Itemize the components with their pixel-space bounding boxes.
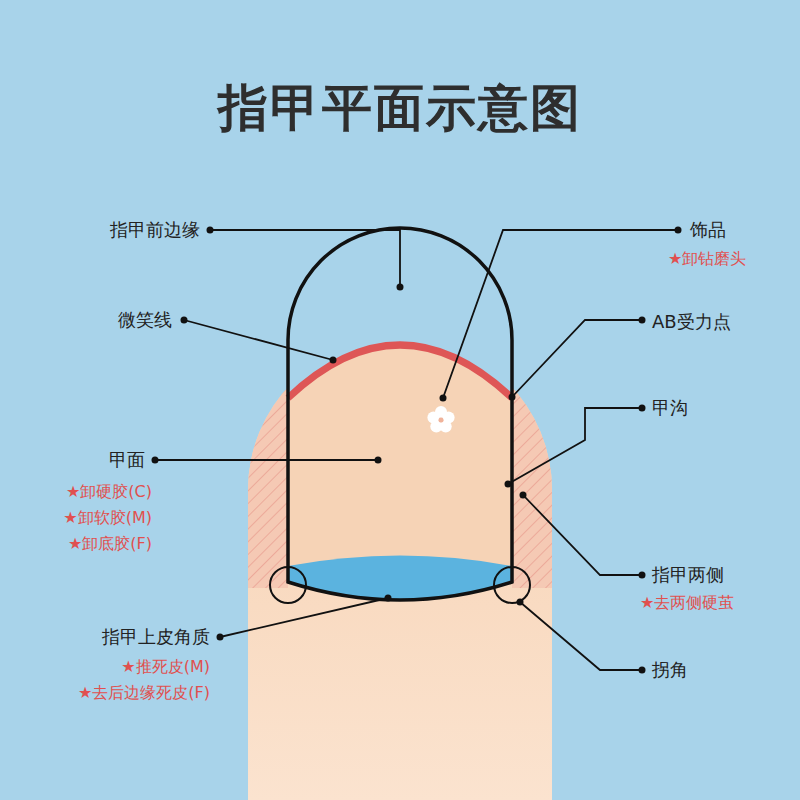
- cuticle-band: [288, 556, 512, 601]
- corner-circle: [270, 567, 306, 603]
- part-label: 甲面: [109, 449, 145, 471]
- part-label: 指甲上皮角质: [102, 626, 210, 648]
- operation-note: ★推死皮(M): [121, 657, 210, 676]
- part-label: 指甲两侧: [652, 564, 724, 586]
- operation-note: ★卸钻磨头: [668, 249, 746, 268]
- operation-note: ★去两侧硬茧: [640, 593, 734, 612]
- nail-outline: [288, 228, 512, 600]
- corner-circle: [494, 567, 530, 603]
- diagram-title: 指甲平面示意图: [218, 78, 582, 138]
- operation-note: ★卸硬胶(C): [66, 482, 152, 501]
- part-label: 微笑线: [118, 309, 172, 331]
- operation-note: ★去后边缘死皮(F): [78, 683, 210, 702]
- part-label: 拐角: [652, 659, 688, 681]
- smile-line: [288, 345, 512, 398]
- part-label: 指甲前边缘: [110, 219, 200, 241]
- part-label: 甲沟: [652, 397, 688, 419]
- operation-note: ★卸底胶(F): [68, 534, 152, 553]
- operation-note: ★卸软胶(M): [63, 508, 152, 527]
- flower-ornament: [427, 406, 454, 433]
- part-label: 饰品: [690, 219, 726, 241]
- nail-plate: [288, 345, 512, 568]
- finger: [248, 338, 552, 800]
- part-label: AB受力点: [652, 311, 731, 333]
- leader-lines: [155, 230, 678, 670]
- leader-dots: [152, 227, 682, 674]
